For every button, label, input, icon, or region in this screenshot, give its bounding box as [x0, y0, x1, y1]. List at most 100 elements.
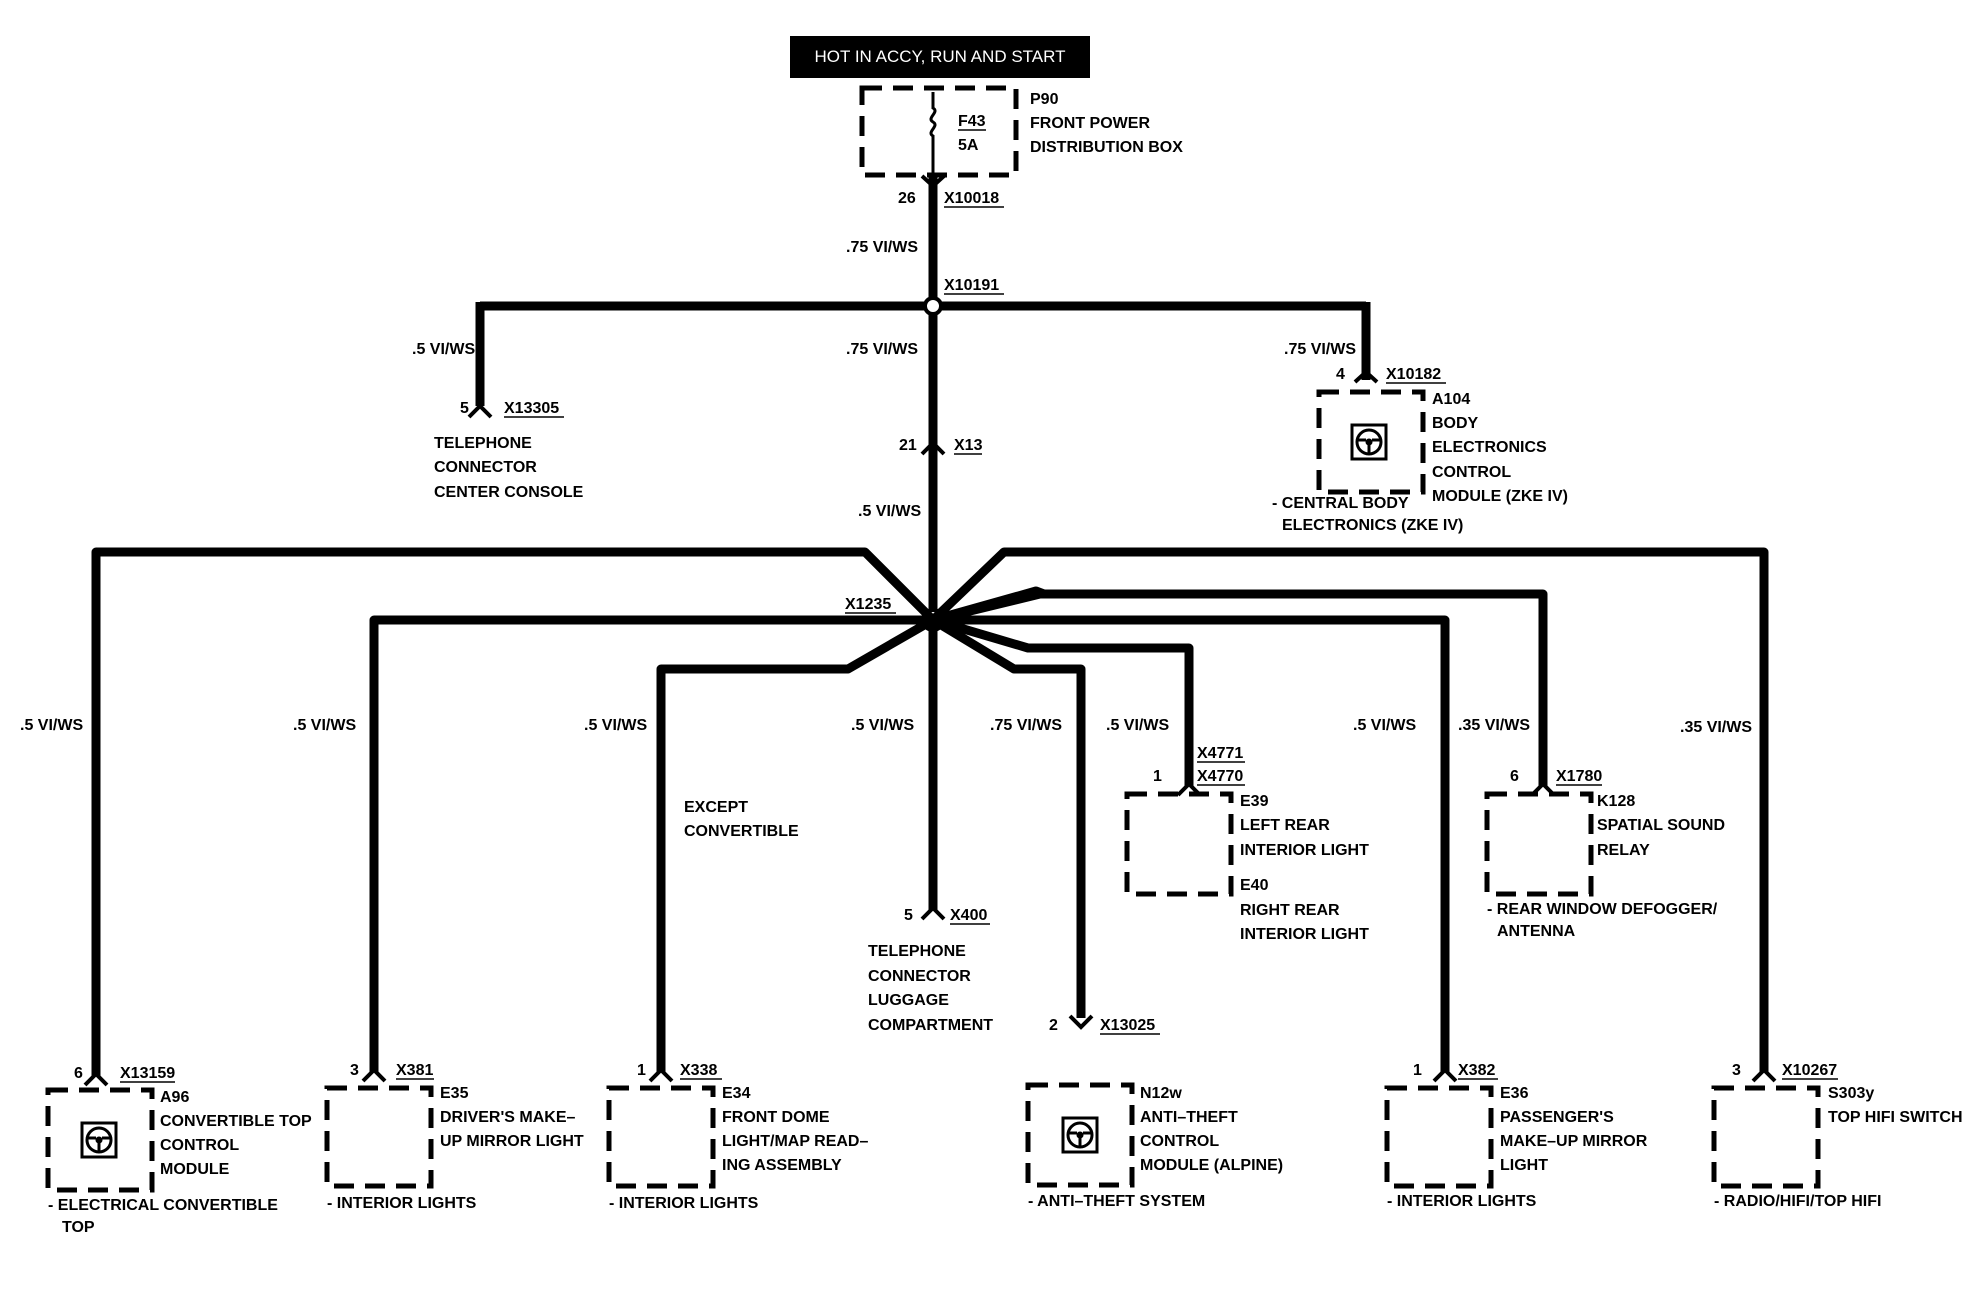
s303y-component-id: S303y — [1828, 1085, 1874, 1102]
e39-component-id: E39 — [1240, 793, 1269, 810]
e35-wire-label: .5 VI/WS — [293, 717, 356, 734]
x400-wire-label: .5 VI/WS — [851, 717, 914, 734]
k128-component-id: K128 — [1597, 793, 1635, 810]
k128-connector: X1780 — [1556, 768, 1602, 785]
e34-system: - INTERIOR LIGHTS — [609, 1195, 759, 1212]
splice-node-icon — [923, 296, 943, 316]
e39-desc-2: INTERIOR LIGHT — [1240, 842, 1369, 859]
s303y-connector: X10267 — [1782, 1062, 1837, 1079]
a96-pin: 6 — [74, 1065, 83, 1082]
k128-wire-label: .35 VI/WS — [1458, 717, 1530, 734]
e34-component-id: E34 — [722, 1085, 751, 1102]
e39-pin: 1 — [1153, 768, 1162, 785]
n12w-system: - ANTI–THEFT SYSTEM — [1028, 1193, 1205, 1210]
wire-label-main-trunk-lower: .75 VI/WS — [846, 341, 918, 358]
a104-system-1: - CENTRAL BODY — [1272, 495, 1409, 512]
inline-connector-pin: 21 — [899, 437, 917, 454]
power-source-header: HOT IN ACCY, RUN AND START — [790, 36, 1090, 78]
fuse-box-p90: F43 5A P90 FRONT POWER DISTRIBUTION BOX … — [859, 85, 1183, 208]
n12w-pin: 2 — [1049, 1017, 1058, 1034]
e34-connector: X338 — [680, 1062, 717, 1079]
e35-component-id: E35 — [440, 1085, 469, 1102]
branch-connector-pins — [83, 781, 1777, 1087]
telephone-connector-luggage: .5 VI/WS 5 X400 TELEPHONE CONNECTOR LUGG… — [851, 717, 993, 1034]
splice-upper-label: X10191 — [944, 277, 999, 294]
main-wiring — [467, 174, 1379, 632]
e36-desc-2: MAKE–UP MIRROR — [1500, 1133, 1648, 1150]
e36-component-id: E36 — [1500, 1085, 1529, 1102]
k128-desc-1: SPATIAL SOUND — [1597, 817, 1725, 834]
fuse-box-component-id: P90 — [1030, 91, 1059, 108]
a96-desc-1: CONVERTIBLE TOP — [160, 1113, 312, 1130]
wire-label-main-trunk: .75 VI/WS — [846, 239, 918, 256]
steering-wheel-module-icon — [80, 1121, 118, 1159]
steering-wheel-module-icon — [1350, 423, 1388, 461]
connector-pin-icon — [467, 403, 493, 419]
connector-pin-icon — [648, 1067, 674, 1083]
a104-pin: 4 — [1336, 366, 1345, 383]
a104-desc-1: BODY — [1432, 415, 1479, 432]
inline-connector-name: X13 — [954, 437, 983, 454]
wire-label-to-a104: .75 VI/WS — [1284, 341, 1356, 358]
s303y-wire-label: .35 VI/WS — [1680, 719, 1752, 736]
fuse-rating: 5A — [958, 137, 979, 154]
wire-label-after-x13: .5 VI/WS — [858, 503, 921, 520]
splice-lower-label: X1235 — [845, 596, 891, 613]
fuse-box-connector: X10018 — [944, 190, 999, 207]
telephone-console-desc-2: CONNECTOR — [434, 459, 537, 476]
k128-pin: 6 — [1510, 768, 1519, 785]
connector-pin-icon — [1751, 1067, 1777, 1083]
fuse-icon — [929, 92, 937, 175]
e35-desc-1: DRIVER'S MAKE– — [440, 1109, 575, 1126]
k128-system-2: ANTENNA — [1497, 923, 1576, 940]
e36-connector: X382 — [1458, 1062, 1495, 1079]
a104-desc-4: MODULE (ZKE IV) — [1432, 488, 1568, 505]
x400-desc-4: COMPARTMENT — [868, 1017, 993, 1034]
e39-wire-label: .5 VI/WS — [1106, 717, 1169, 734]
e36-desc-1: PASSENGER'S — [1500, 1109, 1614, 1126]
n12w-desc-1: ANTI–THEFT — [1140, 1109, 1238, 1126]
e34-desc-3: ING ASSEMBLY — [722, 1157, 842, 1174]
module-a104: 4 X10182 A104 BODY ELECTRONICS CONTROL M… — [1272, 366, 1568, 534]
e36-desc-3: LIGHT — [1500, 1157, 1548, 1174]
e34-note-2: CONVERTIBLE — [684, 823, 799, 840]
module-e39-e40: .5 VI/WS X4771 1 X4770 E39 LEFT REAR INT… — [1106, 717, 1369, 943]
connector-pin-icon — [1068, 1014, 1094, 1030]
a104-desc-2: ELECTRONICS — [1432, 439, 1547, 456]
a96-connector: X13159 — [120, 1065, 175, 1082]
x400-desc-1: TELEPHONE — [868, 943, 966, 960]
e34-note-1: EXCEPT — [684, 799, 748, 816]
e35-system: - INTERIOR LIGHTS — [327, 1195, 477, 1212]
module-n12w: .75 VI/WS 2 X13025 N12w ANTI–THEFT CONTR… — [990, 717, 1283, 1210]
n12w-wire-label: .75 VI/WS — [990, 717, 1062, 734]
e36-wire-label: .5 VI/WS — [1353, 717, 1416, 734]
k128-system-1: - REAR WINDOW DEFOGGER/ — [1487, 901, 1718, 918]
a104-system-2: ELECTRONICS (ZKE IV) — [1282, 517, 1463, 534]
s303y-pin: 3 — [1732, 1062, 1741, 1079]
e34-wire-label: .5 VI/WS — [584, 717, 647, 734]
connector-pin-icon — [1176, 781, 1202, 797]
telephone-console-connector: X13305 — [504, 400, 559, 417]
a96-component-id: A96 — [160, 1089, 189, 1106]
a104-desc-3: CONTROL — [1432, 464, 1511, 481]
connector-pin-icon — [1530, 781, 1556, 797]
fuse-box-pin: 26 — [898, 190, 916, 207]
k128-desc-2: RELAY — [1597, 842, 1650, 859]
e36-pin: 1 — [1413, 1062, 1422, 1079]
wire-label-to-x13305: .5 VI/WS — [412, 341, 475, 358]
n12w-desc-3: MODULE (ALPINE) — [1140, 1157, 1283, 1174]
e35-desc-2: UP MIRROR LIGHT — [440, 1133, 584, 1150]
a96-desc-2: CONTROL — [160, 1137, 239, 1154]
n12w-component-id: N12w — [1140, 1085, 1182, 1102]
e34-pin: 1 — [637, 1062, 646, 1079]
telephone-console-desc-3: CENTER CONSOLE — [434, 484, 584, 501]
a96-desc-3: MODULE — [160, 1161, 230, 1178]
connector-pin-icon — [920, 905, 946, 921]
fuse-id: F43 — [958, 113, 986, 130]
fuse-box-desc-line-2: DISTRIBUTION BOX — [1030, 139, 1183, 156]
module-e34: .5 VI/WS EXCEPT CONVERTIBLE 1 X338 E34 F… — [584, 717, 868, 1212]
steering-wheel-module-icon — [1061, 1116, 1099, 1154]
x400-desc-3: LUGGAGE — [868, 992, 949, 1009]
header-title: HOT IN ACCY, RUN AND START — [815, 47, 1066, 66]
